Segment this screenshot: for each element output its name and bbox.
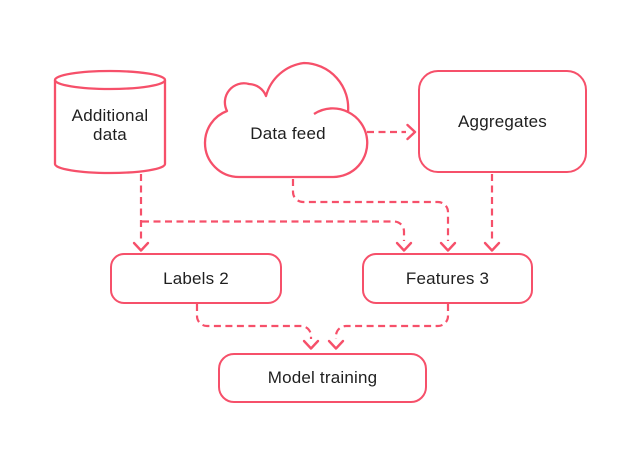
cloud-inner-arc [313, 107, 349, 115]
arrowhead-right-icon [406, 123, 417, 141]
database-cylinder-icon [53, 69, 167, 175]
edge-labels-to-model-training [195, 304, 320, 350]
edge-aggregates-to-features [483, 174, 501, 252]
arrowhead-down-icon [395, 241, 413, 252]
node-features-label: Features 3 [405, 268, 490, 288]
node-labels: Labels 2 [110, 253, 282, 304]
edge-line [291, 179, 450, 241]
arrowhead-down-icon [327, 339, 345, 350]
node-model-training-label: Model training [267, 368, 378, 387]
node-model-training: Model training [218, 353, 427, 403]
node-labels-label: Labels 2 [163, 268, 229, 288]
arrowhead-down-icon [439, 241, 457, 252]
edge-line [195, 304, 313, 339]
edge-additional-data-to-features [142, 220, 413, 252]
edge-additional-data-to-labels [132, 174, 150, 252]
node-features: Features 3 [362, 253, 533, 304]
arrowhead-down-icon [483, 241, 501, 252]
edge-line [142, 220, 406, 241]
arrowhead-down-icon [132, 241, 150, 252]
node-aggregates-label: Aggregates [458, 111, 547, 131]
node-data-feed-label: Data feed [250, 124, 326, 143]
edge-data-feed-to-aggregates [367, 123, 417, 141]
database-cylinder-body [53, 80, 167, 175]
edge-features-to-model-training [327, 304, 450, 350]
node-additional-data-label: Additional data [71, 106, 149, 144]
node-aggregates: Aggregates [418, 70, 587, 173]
arrowhead-down-icon [302, 339, 320, 350]
database-cylinder-top [53, 69, 167, 91]
edge-line [334, 304, 450, 339]
cloud-outline [203, 61, 369, 179]
cloud-icon [203, 61, 369, 179]
edge-data-feed-to-features [291, 179, 457, 252]
